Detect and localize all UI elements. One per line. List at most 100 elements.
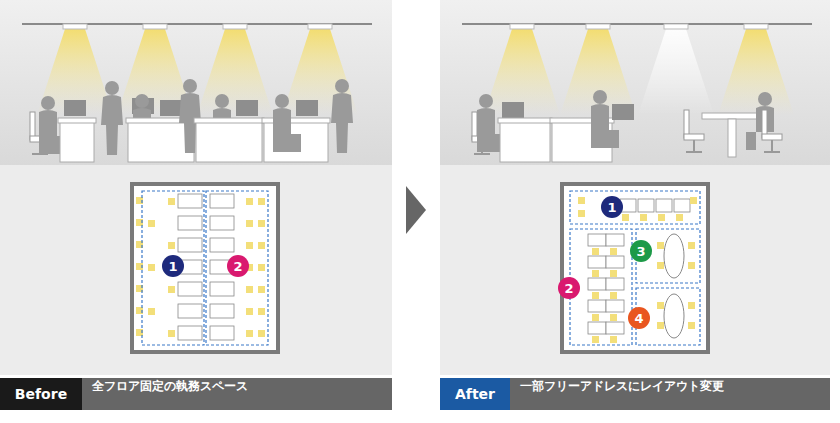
plan-seat [658, 214, 665, 221]
callout-text: 4 [634, 312, 643, 325]
plan-seat [610, 292, 617, 299]
callout-text: 1 [168, 260, 177, 273]
plan-seat [246, 330, 253, 337]
floor-plan [132, 184, 278, 352]
plan-seat [592, 336, 599, 343]
plan-table [664, 234, 684, 278]
plan-seat [258, 330, 265, 337]
monitor [296, 100, 318, 116]
office-chair [684, 110, 704, 152]
monitor [160, 100, 182, 116]
caption-bar: 一部フリーアドレスにレイアウト変更 [510, 378, 830, 410]
ceiling-lamp [510, 24, 534, 29]
plan-seat [657, 242, 664, 249]
plan-desk [210, 304, 234, 318]
callout-text: 3 [636, 245, 645, 258]
plan-seat [640, 214, 647, 221]
desk [60, 122, 94, 162]
ceiling-lamp [744, 24, 768, 29]
label-text: After [455, 386, 495, 402]
plan-seat [246, 198, 253, 205]
plan-seat [578, 210, 585, 217]
plan-desk [178, 304, 202, 318]
plan-seat [657, 262, 664, 269]
callout-number: 2 [227, 255, 249, 277]
plan-desk [178, 194, 202, 208]
label-text: Before [15, 386, 67, 402]
desk [500, 122, 550, 162]
plan-desk [178, 326, 202, 340]
plan-seat [258, 286, 265, 293]
plan-desk [178, 216, 202, 230]
desk [196, 122, 262, 162]
wall [0, 0, 392, 165]
light-cone [718, 29, 794, 115]
plan-desk [606, 234, 624, 246]
plan-seat [622, 214, 629, 221]
plan-seat [246, 242, 253, 249]
plan-desk [606, 300, 624, 312]
plan-desk [588, 322, 606, 334]
desk-top [498, 118, 552, 123]
ceiling-lamp [586, 24, 610, 29]
plan-seat [578, 197, 585, 204]
plan-desk [656, 199, 672, 212]
plan-seat [246, 220, 253, 227]
callout-number: 1 [162, 255, 184, 277]
plan-seat [688, 322, 695, 329]
plan-desk [638, 199, 654, 212]
callout-text: 2 [233, 260, 242, 273]
label-text: 全フロア固定の執務スペース [92, 378, 248, 395]
callout-number: 1 [601, 196, 623, 218]
plan-seat [690, 197, 697, 204]
plan-desk [588, 234, 606, 246]
plan-seat [592, 270, 599, 277]
plan-seat [148, 264, 155, 271]
plan-seat [168, 286, 175, 293]
plan-seat [258, 198, 265, 205]
plan-desk [588, 256, 606, 268]
desk-top [262, 118, 330, 123]
wall [440, 0, 830, 165]
ceiling-lamp [223, 24, 247, 29]
plan-seat [610, 248, 617, 255]
plan-seat [592, 292, 599, 299]
monitor [236, 100, 258, 116]
plan-seat [592, 248, 599, 255]
plan-seat [657, 302, 664, 309]
plan-seat [688, 242, 695, 249]
person-standing [331, 79, 353, 153]
plan-seat [246, 286, 253, 293]
phase-label: Before [0, 378, 82, 410]
plan-desk [178, 282, 202, 296]
ceiling-lamp [63, 24, 87, 29]
table-leg [728, 119, 736, 157]
plan-desk [210, 238, 234, 252]
floor [0, 165, 392, 375]
transition-arrow [406, 186, 426, 234]
plan-seat [688, 262, 695, 269]
callout-text: 2 [564, 282, 573, 295]
callout-number: 3 [630, 240, 652, 262]
phase-label: After [440, 378, 510, 410]
plan-seat [258, 220, 265, 227]
floor [440, 165, 830, 375]
plan-desk [588, 300, 606, 312]
person-sitting [746, 92, 774, 150]
plan-seat [657, 322, 664, 329]
office-chair [762, 110, 782, 152]
plan-seat [676, 214, 683, 221]
monitor [502, 102, 524, 118]
plan-desk [178, 238, 202, 252]
plan-desk [674, 199, 690, 212]
light-cone [37, 29, 113, 115]
plan-seat [610, 336, 617, 343]
meeting-table [702, 113, 764, 119]
desk-top [58, 118, 96, 123]
plan-desk [588, 278, 606, 290]
callout-number: 4 [628, 307, 650, 329]
monitor [612, 104, 634, 120]
plan-desk [606, 322, 624, 334]
plan-seat [168, 330, 175, 337]
callout-text: 1 [607, 201, 616, 214]
